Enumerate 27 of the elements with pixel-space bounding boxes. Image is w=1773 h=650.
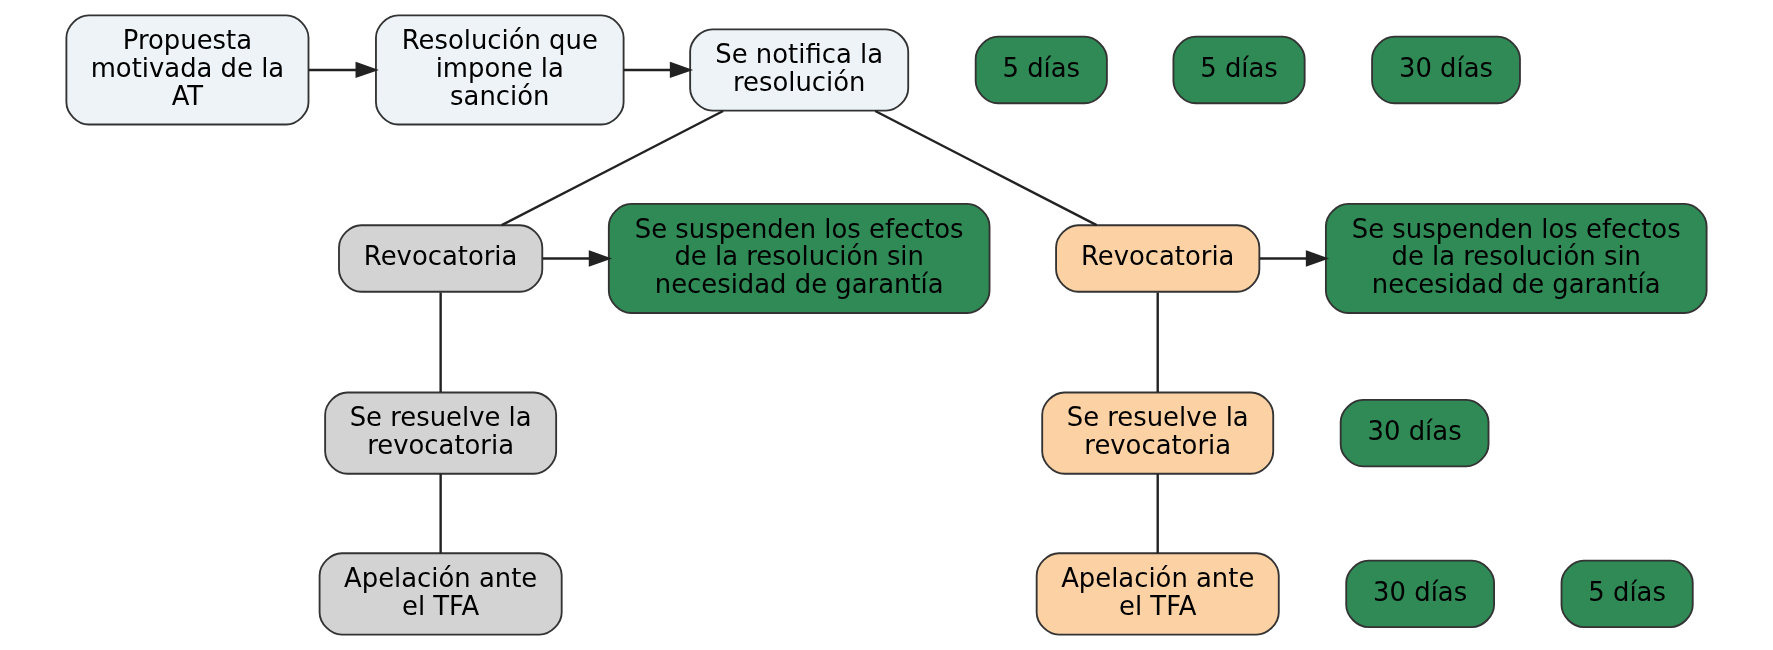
node-box: 30 días xyxy=(1345,559,1495,629)
connector xyxy=(501,109,724,227)
connector xyxy=(439,292,442,393)
arrow xyxy=(542,250,613,267)
arrow xyxy=(623,61,694,79)
node-box: Se resuelve la revocatoria xyxy=(1041,391,1275,475)
connector xyxy=(1156,473,1159,554)
node-box: 5 días xyxy=(974,35,1108,105)
node-box: Revocatoria xyxy=(1055,224,1261,293)
node-box: 5 días xyxy=(1560,559,1694,629)
node-box: Se suspenden los efectos de la resolución sin necesidad de garantía xyxy=(607,203,991,314)
node-box: Apelación ante el TFA xyxy=(318,552,563,636)
node-box: 30 días xyxy=(1339,398,1490,468)
connector xyxy=(439,473,442,554)
node-box: Apelación ante el TFA xyxy=(1035,552,1280,636)
connector xyxy=(874,109,1098,227)
node-box: Resolución que impone la sanción xyxy=(375,14,625,126)
arrow xyxy=(1259,250,1330,267)
connector xyxy=(1156,292,1159,393)
arrow xyxy=(308,61,379,79)
node-box: Se suspenden los efectos de la resolución sin necesidad de garantía xyxy=(1324,203,1708,314)
node-box: Se resuelve la revocatoria xyxy=(324,391,558,475)
node-box: Propuesta motivada de la AT xyxy=(65,14,310,126)
node-box: 30 días xyxy=(1371,35,1521,105)
node-box: 5 días xyxy=(1172,35,1306,105)
node-box: Se notifica la resolución xyxy=(689,28,910,112)
node-box: Revocatoria xyxy=(338,224,544,293)
